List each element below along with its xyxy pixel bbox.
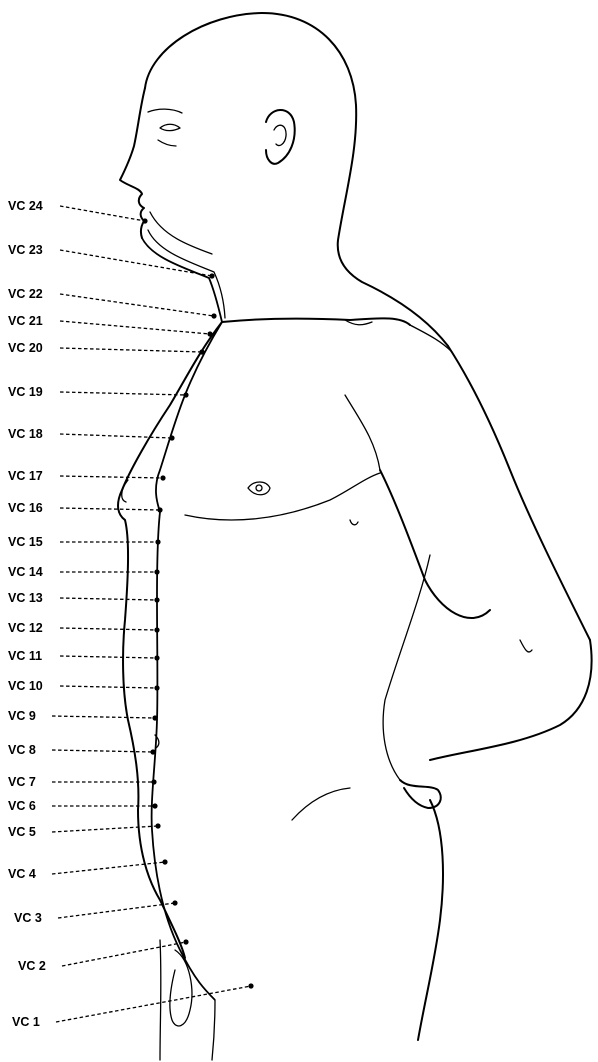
point-vc-2 [183, 939, 188, 944]
label-vc-16: VC 16 [8, 501, 43, 515]
label-vc-13: VC 13 [8, 591, 43, 605]
point-vc-9 [152, 715, 157, 720]
point-vc-23 [209, 273, 214, 278]
label-vc-3: VC 3 [14, 911, 42, 925]
leader-vc-11 [60, 656, 157, 658]
leader-vc-24 [60, 206, 145, 221]
label-vc-22: VC 22 [8, 287, 43, 301]
label-vc-10: VC 10 [8, 679, 43, 693]
point-vc-10 [154, 685, 159, 690]
leader-vc-3 [58, 903, 175, 918]
leader-vc-19 [60, 392, 186, 395]
leader-vc-22 [60, 294, 214, 316]
point-leaders [52, 206, 254, 1022]
leader-vc-10 [60, 686, 157, 688]
label-vc-21: VC 21 [8, 314, 43, 328]
label-vc-6: VC 6 [8, 799, 36, 813]
leader-vc-20 [60, 348, 202, 352]
point-vc-5 [155, 823, 160, 828]
label-vc-14: VC 14 [8, 565, 43, 579]
point-vc-18 [169, 435, 174, 440]
point-vc-7 [151, 779, 156, 784]
leader-vc-8 [52, 750, 153, 752]
label-vc-23: VC 23 [8, 243, 43, 257]
point-vc-8 [150, 749, 155, 754]
leader-vc-9 [52, 716, 155, 718]
leader-vc-16 [60, 508, 160, 510]
body-outline [118, 13, 592, 1060]
point-vc-17 [160, 475, 165, 480]
point-vc-13 [154, 597, 159, 602]
point-vc-1 [248, 983, 253, 988]
leader-vc-13 [60, 598, 157, 600]
label-vc-7: VC 7 [8, 775, 36, 789]
label-vc-9: VC 9 [8, 709, 36, 723]
point-vc-19 [183, 392, 188, 397]
label-vc-4: VC 4 [8, 867, 36, 881]
label-vc-17: VC 17 [8, 469, 43, 483]
point-vc-11 [154, 655, 159, 660]
point-vc-12 [154, 627, 159, 632]
leader-vc-23 [60, 250, 212, 276]
leader-vc-12 [60, 628, 157, 630]
label-vc-12: VC 12 [8, 621, 43, 635]
label-vc-24: VC 24 [8, 199, 43, 213]
leader-vc-18 [60, 434, 172, 438]
point-labels: VC 24 VC 23 VC 22 VC 21 VC 20 VC 19 VC 18 VC 17… [8, 199, 46, 1029]
point-vc-15 [155, 539, 160, 544]
point-vc-14 [154, 569, 159, 574]
leader-vc-21 [60, 321, 210, 334]
label-vc-19: VC 19 [8, 385, 43, 399]
point-vc-24 [142, 218, 147, 223]
label-vc-20: VC 20 [8, 341, 43, 355]
point-vc-22 [211, 313, 216, 318]
label-vc-8: VC 8 [8, 743, 36, 757]
label-vc-1: VC 1 [12, 1015, 40, 1029]
label-vc-15: VC 15 [8, 535, 43, 549]
leader-vc-1 [56, 986, 251, 1022]
point-vc-4 [162, 859, 167, 864]
point-vc-20 [199, 349, 204, 354]
point-vc-21 [207, 331, 212, 336]
point-vc-3 [172, 900, 177, 905]
label-vc-11: VC 11 [8, 649, 42, 663]
leader-vc-2 [62, 942, 186, 966]
point-vc-6 [152, 803, 157, 808]
leader-vc-5 [52, 826, 158, 832]
label-vc-5: VC 5 [8, 825, 36, 839]
leader-vc-17 [60, 476, 163, 478]
label-vc-2: VC 2 [18, 959, 46, 973]
point-vc-16 [157, 507, 162, 512]
label-vc-18: VC 18 [8, 427, 43, 441]
